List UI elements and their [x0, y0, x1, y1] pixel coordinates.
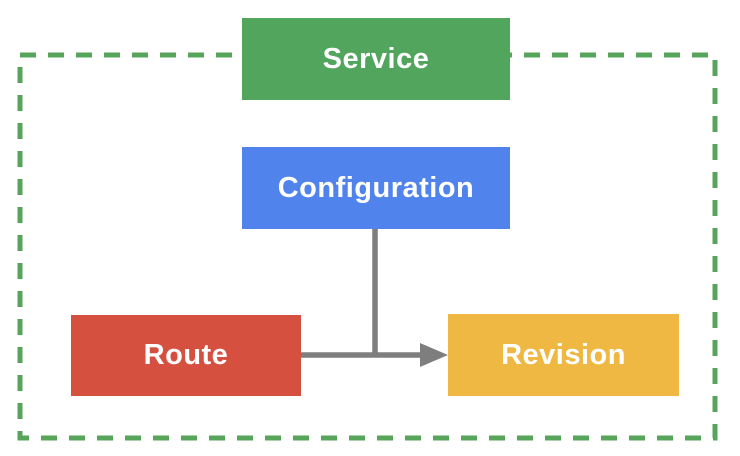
revision-node-label: Revision [501, 338, 626, 371]
arrowhead-icon [420, 343, 448, 367]
revision-node: Revision [448, 314, 679, 396]
configuration-node: Configuration [242, 147, 510, 229]
configuration-node-label: Configuration [277, 171, 475, 204]
route-node: Route [71, 315, 301, 396]
route-node-label: Route [143, 339, 229, 371]
service-node: Service [242, 18, 510, 100]
service-node-label: Service [322, 42, 430, 75]
